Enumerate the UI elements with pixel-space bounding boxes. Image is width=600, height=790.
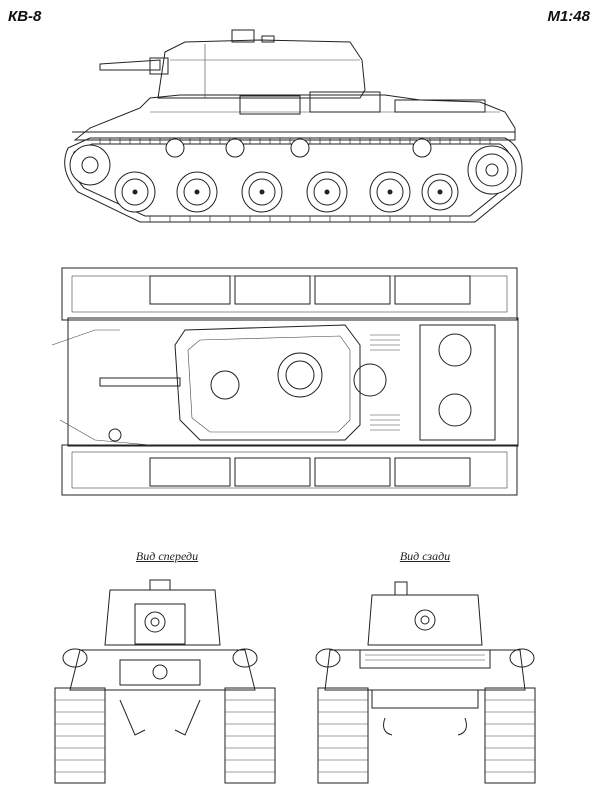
turret-top	[174, 324, 361, 441]
rear-light	[315, 648, 341, 668]
track-left-top	[61, 267, 518, 321]
drive-sprocket	[467, 145, 517, 195]
front-hull	[69, 649, 256, 691]
tow-hook	[119, 699, 146, 736]
turret-hatch	[231, 29, 255, 43]
model-title: КВ-8	[8, 8, 42, 25]
rear-turret	[367, 594, 483, 646]
front-track-left	[54, 687, 106, 784]
idler-wheel	[69, 144, 111, 186]
engine-grille	[370, 334, 400, 431]
front-turret	[104, 589, 221, 646]
front-view-drawing	[54, 579, 276, 784]
track-right-top	[61, 444, 518, 496]
gun-barrel-top	[99, 377, 181, 387]
rear-turret-hatch	[414, 609, 436, 631]
track-outline	[64, 137, 523, 223]
rear-track-left	[317, 687, 369, 784]
top-view-drawing	[51, 267, 519, 496]
hull-top	[67, 317, 519, 447]
rear-track-right	[484, 687, 536, 784]
front-track-right	[224, 687, 276, 784]
rear-tow-hook	[383, 717, 393, 736]
road-wheels	[114, 171, 459, 213]
rear-hull	[324, 649, 526, 691]
stowage-box	[239, 95, 301, 115]
gun-barrel	[99, 59, 161, 71]
turret-outline	[157, 39, 366, 99]
gun-mantlet	[144, 611, 166, 633]
engine-hatch	[438, 333, 472, 367]
rear-view-drawing	[315, 581, 536, 784]
hull-outline	[73, 94, 516, 141]
front-view-caption: Вид спереди	[135, 549, 199, 563]
headlight	[62, 648, 88, 668]
side-view-drawing	[64, 29, 523, 223]
scale-label: M1:48	[547, 8, 590, 25]
rear-view-caption: Вид сзади	[399, 549, 451, 563]
return-roller	[165, 138, 185, 158]
turret-hatch-top	[277, 352, 323, 398]
